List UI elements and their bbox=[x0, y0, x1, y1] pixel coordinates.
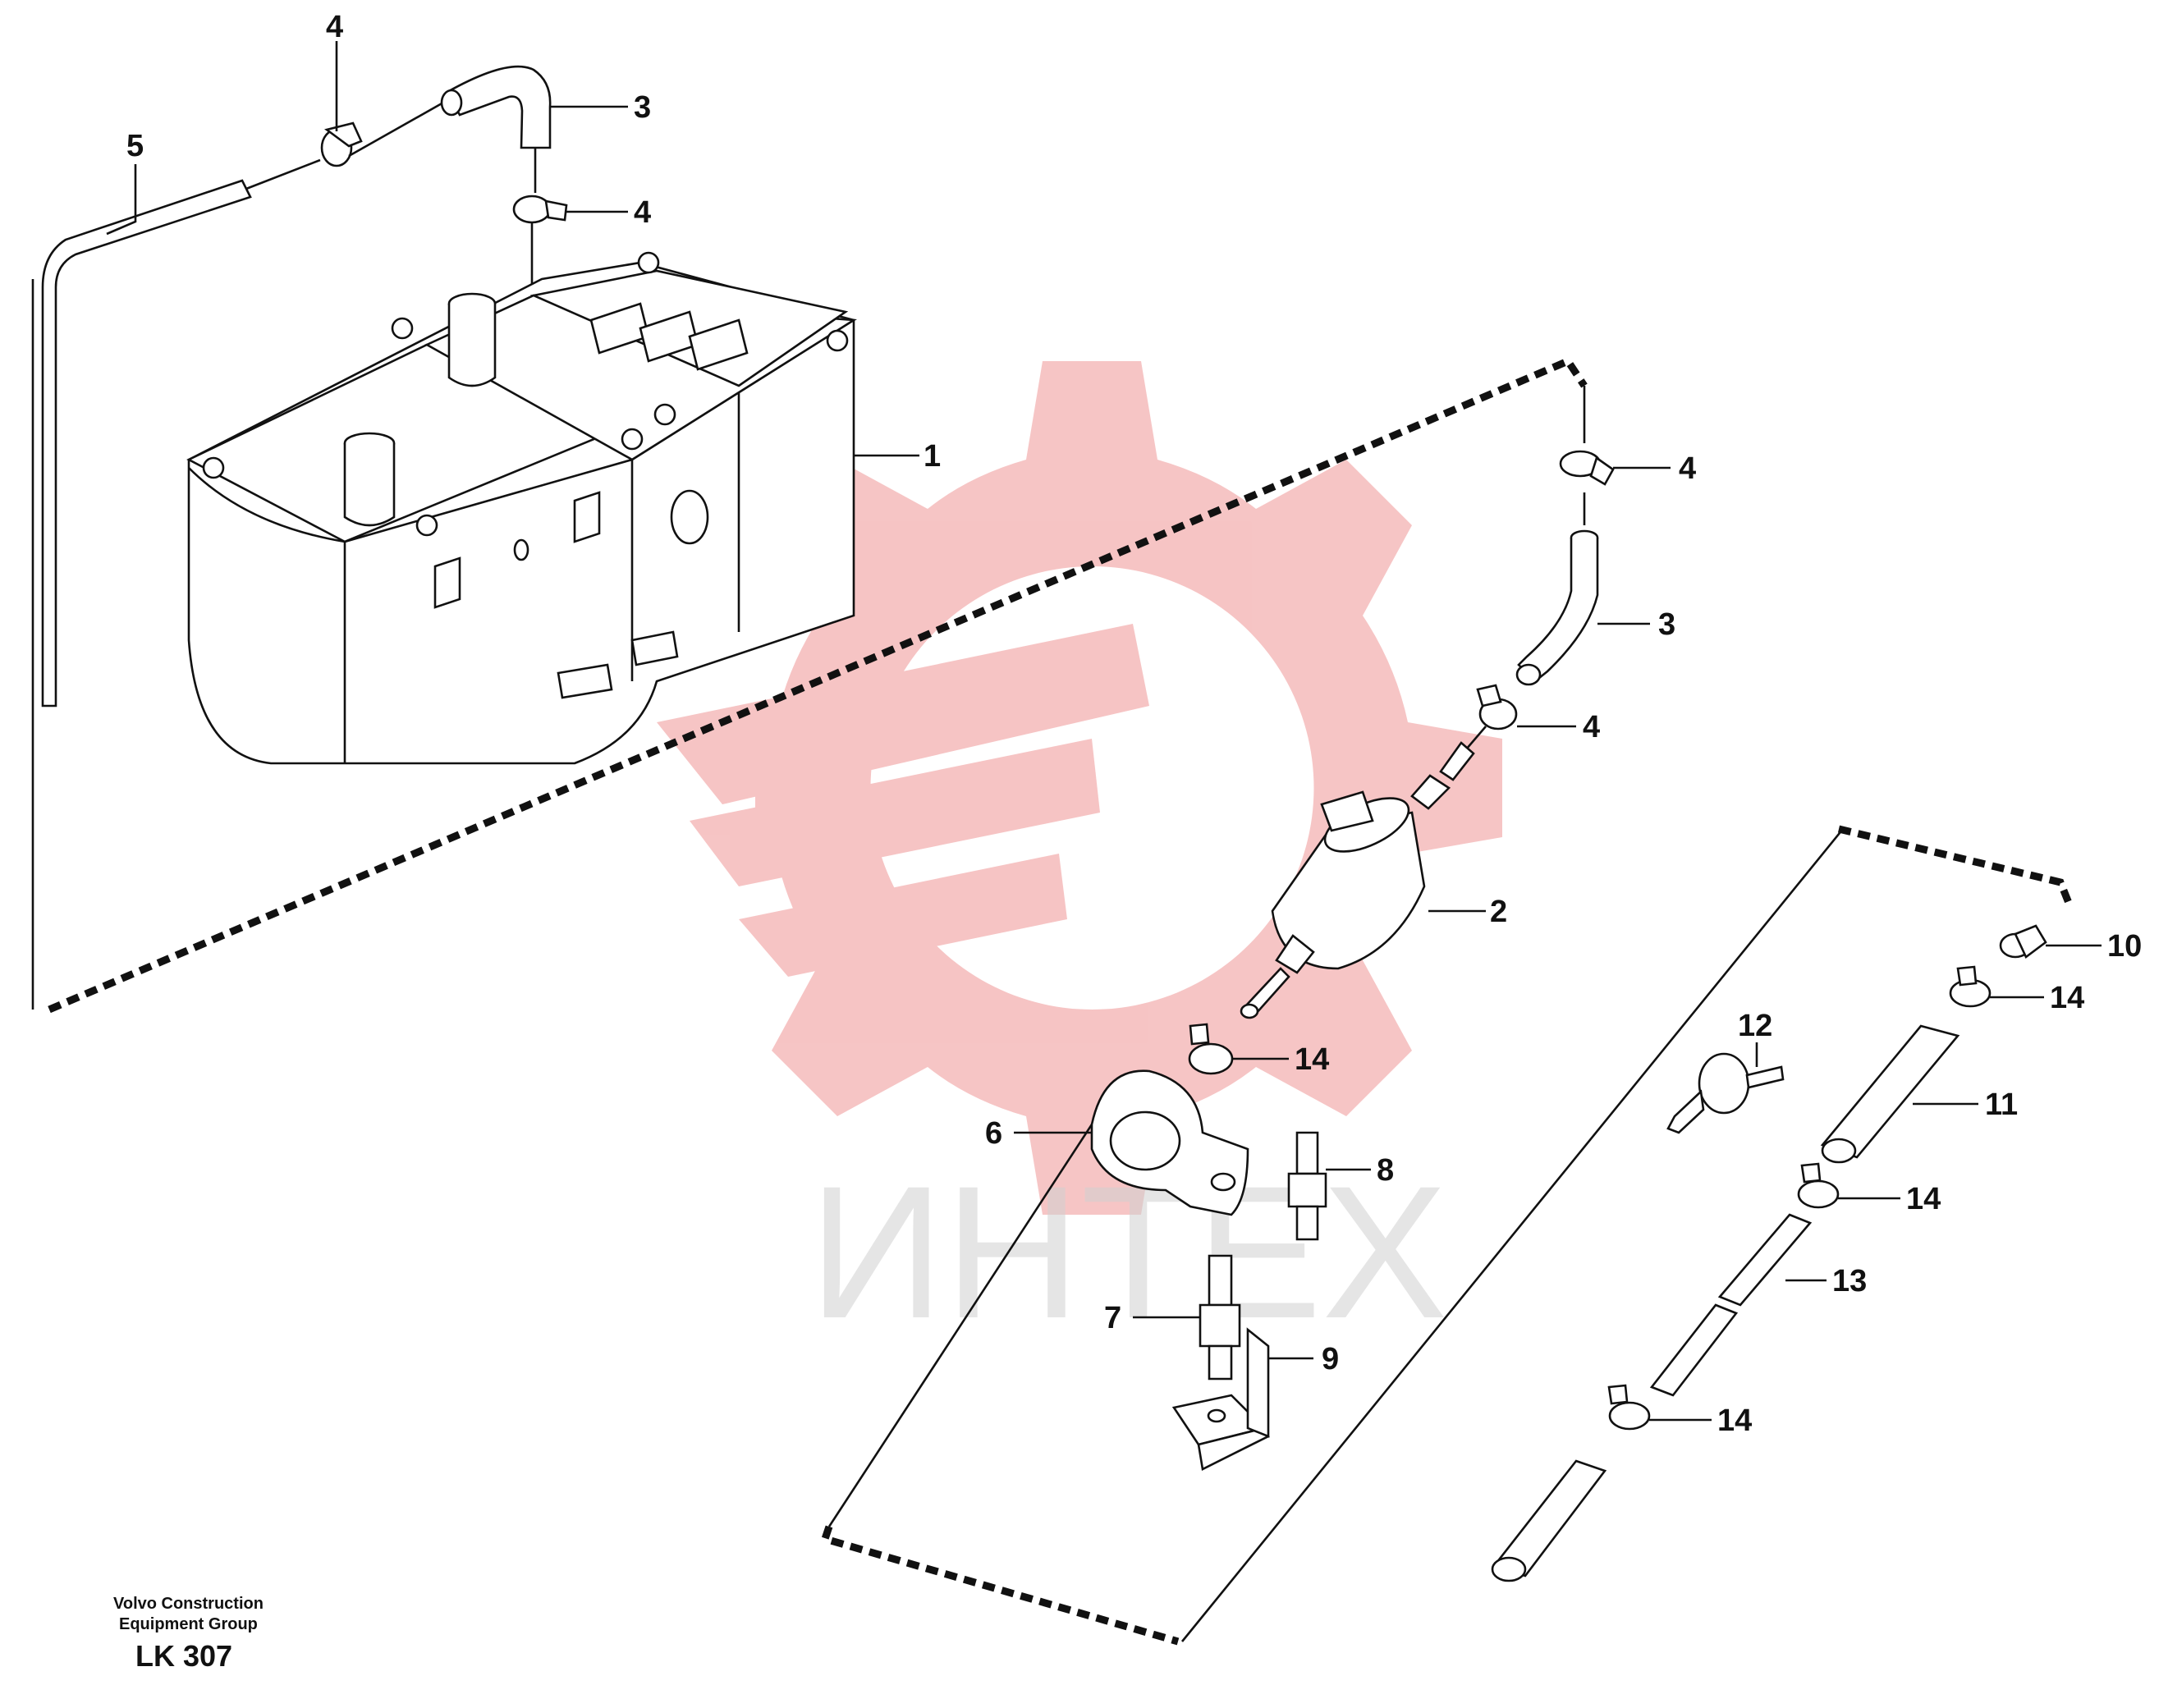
footer-drawing-code: LK 307 bbox=[135, 1639, 232, 1673]
fitting-part-8 bbox=[1287, 1131, 1327, 1241]
callout-14c: 14 bbox=[1906, 1182, 1941, 1216]
gear-wrench-logo bbox=[755, 361, 1502, 1215]
callout-13: 13 bbox=[1832, 1264, 1867, 1298]
group-boundary-thin bbox=[31, 279, 1845, 1642]
hose-part-bottom bbox=[1491, 1459, 1607, 1582]
callout-12: 12 bbox=[1738, 1009, 1772, 1043]
callout-3a: 3 bbox=[634, 90, 651, 125]
group-boundary-lower bbox=[820, 825, 2073, 1646]
hose-part-13 bbox=[1649, 1213, 1813, 1397]
clamp-part-14-mid bbox=[1797, 1162, 1840, 1209]
callout-14b: 14 bbox=[2050, 981, 2084, 1015]
hose-part-11 bbox=[1820, 1024, 1960, 1164]
callout-14d: 14 bbox=[1717, 1403, 1752, 1438]
heater-unit-part-1 bbox=[186, 251, 858, 765]
stud-part-7 bbox=[1199, 1254, 1241, 1381]
watermark-logo bbox=[657, 361, 1502, 1215]
fuel-pump-part-2 bbox=[1240, 741, 1475, 1019]
callout-9: 9 bbox=[1322, 1342, 1339, 1376]
hose-part-3-right bbox=[1515, 529, 1599, 686]
callout-4c: 4 bbox=[1679, 451, 1696, 486]
callout-5: 5 bbox=[126, 129, 144, 163]
clamp-part-14-top bbox=[1949, 965, 1992, 1008]
footer-company-line1: Volvo Construction bbox=[113, 1595, 264, 1613]
bracket-part-6 bbox=[1090, 1069, 1249, 1216]
damper-part-12 bbox=[1666, 1052, 1785, 1134]
callout-7: 7 bbox=[1104, 1301, 1121, 1335]
hose-part-3-top bbox=[440, 65, 552, 193]
clamp-part-4-right bbox=[1559, 450, 1615, 486]
pipe-part-5 bbox=[41, 158, 321, 707]
clamp-part-4-lower bbox=[1460, 684, 1518, 756]
clamp-part-14-pump bbox=[1188, 1023, 1234, 1075]
clamp-part-4-top bbox=[320, 101, 444, 167]
callout-14a: 14 bbox=[1295, 1042, 1329, 1077]
leader-lines bbox=[106, 41, 2102, 1422]
callout-11: 11 bbox=[1985, 1088, 2018, 1122]
callout-4d: 4 bbox=[1583, 710, 1600, 744]
callout-3b: 3 bbox=[1658, 607, 1675, 642]
callout-6: 6 bbox=[985, 1116, 1002, 1151]
cap-part-10 bbox=[1999, 924, 2047, 959]
callout-1: 1 bbox=[924, 439, 941, 474]
callout-4a: 4 bbox=[326, 10, 343, 44]
callout-8: 8 bbox=[1377, 1153, 1394, 1188]
callout-2: 2 bbox=[1490, 895, 1507, 929]
angle-bracket-part-9 bbox=[1171, 1327, 1270, 1471]
footer-company-line2: Equipment Group bbox=[119, 1615, 258, 1633]
callout-10: 10 bbox=[2107, 929, 2142, 964]
callout-4b: 4 bbox=[634, 195, 651, 230]
clamp-part-14-low bbox=[1607, 1384, 1651, 1431]
